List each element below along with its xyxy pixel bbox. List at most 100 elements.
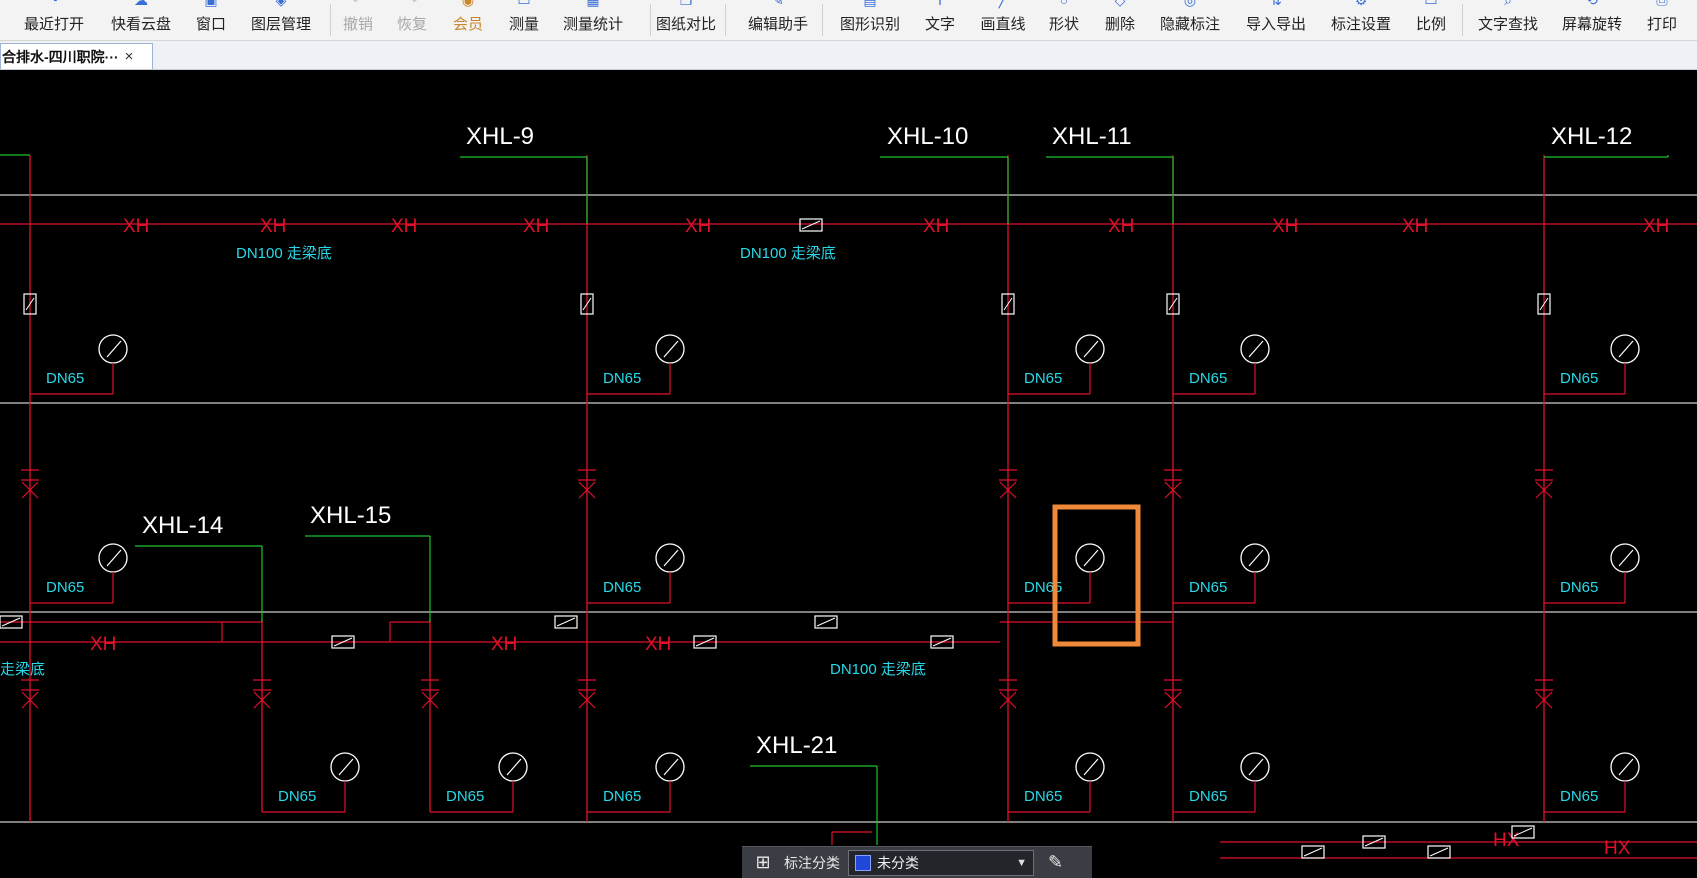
toolbar-button-label: 标注设置	[1330, 16, 1391, 33]
pipe-size-label: 走梁底	[0, 661, 45, 678]
pipe-label-xh: XH	[1108, 216, 1134, 237]
hydrant-symbol	[1610, 334, 1640, 364]
scale-icon: ▭	[1424, 0, 1438, 8]
pipe-label-xh: XH	[523, 216, 549, 237]
toolbar-button-hide-annotation[interactable]: ◎隐藏标注	[1150, 0, 1230, 40]
pipe-size-label: DN65	[278, 788, 316, 805]
toolbar-button-layers[interactable]: ◈图层管理	[241, 0, 321, 40]
toolbar-button-annotation-settings[interactable]: ⚙标注设置	[1321, 0, 1401, 40]
toolbar-button-label: 图层管理	[250, 16, 311, 33]
pipe-label-xh: XH	[1643, 216, 1669, 237]
valve-x	[21, 481, 39, 499]
pipe-size-label: DN65	[446, 788, 484, 805]
toolbar-button-ruler[interactable]: ▭测量	[484, 0, 564, 40]
pipe-label-xh: XH	[923, 216, 949, 237]
toolbar-button-vip[interactable]: ◉会员	[428, 0, 508, 40]
valve-symbol	[1511, 825, 1535, 839]
valve-symbol	[331, 635, 355, 649]
toolbar-button-shape-recognize[interactable]: ▤图形识别	[830, 0, 910, 40]
valve-symbol	[1301, 845, 1325, 859]
toolbar-button-label: 编辑助手	[747, 16, 808, 33]
toolbar-button-line[interactable]: ╱画直线	[963, 0, 1043, 40]
valve-symbol-diagonal	[582, 297, 592, 311]
hydrant-diagonal	[1248, 549, 1264, 567]
riser-label: XHL-9	[466, 123, 534, 150]
pipe-label-xh: XH	[645, 634, 671, 655]
eraser-icon: ◇	[1114, 0, 1126, 8]
rotate-screen-icon: ⟲	[1586, 0, 1598, 8]
valve-symbol-diagonal	[816, 617, 836, 627]
toolbar-button-measure-stats[interactable]: ▦测量统计	[553, 0, 633, 40]
hide-annotation-icon: ◎	[1183, 0, 1197, 8]
toolbar-button-clock[interactable]: ◔最近打开	[14, 0, 94, 40]
hydrant-diagonal	[663, 340, 679, 358]
annotation-category-label: 标注分类	[784, 854, 840, 871]
toolbar-button-label: 测量	[508, 16, 539, 33]
toolbar-button-label: 屏幕旋转	[1561, 16, 1622, 33]
toolbar-button-rotate-screen[interactable]: ⟲ 屏幕旋转	[1552, 0, 1632, 40]
riser-label: XHL-14	[142, 512, 223, 539]
hydrant-symbol	[655, 334, 685, 364]
pipe-size-label: DN65	[1189, 579, 1227, 596]
pipe-size-label: DN65	[1189, 370, 1227, 387]
toolbar-button-eraser[interactable]: ◇删除	[1080, 0, 1160, 40]
line-icon: ╱	[998, 0, 1008, 8]
toolbar-button-edit-assistant[interactable]: ✎编辑助手	[738, 0, 818, 40]
pipe-label-xh: XH	[1272, 216, 1298, 237]
hydrant-diagonal	[1618, 549, 1634, 567]
toolbar-button-compare[interactable]: ❐图纸对比	[646, 0, 726, 40]
edit-icon[interactable]: ✎	[1048, 852, 1064, 872]
toolbar-button-text-search[interactable]: ⌕ 文字查找	[1468, 0, 1548, 40]
toolbar-button-window[interactable]: ▣ 窗口	[171, 0, 251, 40]
grid-apps-icon[interactable]: ⊞	[755, 852, 771, 872]
valve-x	[1164, 691, 1182, 709]
toolbar-button-label: 窗口	[195, 16, 226, 33]
chevron-down-icon: ▼	[1016, 856, 1027, 869]
hydrant-diagonal	[1248, 340, 1264, 358]
hydrant-diagonal	[663, 549, 679, 567]
valve-symbol	[799, 218, 823, 232]
pipe-size-label: DN65	[46, 370, 84, 387]
valve-symbol-diagonal	[695, 637, 715, 647]
hydrant-diagonal	[1618, 340, 1634, 358]
window-icon: ▣	[204, 0, 218, 8]
hydrant-diagonal	[1083, 549, 1099, 567]
print-icon: ⎙	[1656, 0, 1668, 8]
toolbar-button-label: 快看云盘	[110, 16, 171, 33]
toolbar-separator	[822, 4, 823, 36]
toolbar-button-cloud[interactable]: ☁快看云盘	[101, 0, 181, 40]
close-icon[interactable]: ×	[124, 48, 134, 65]
valve-symbol	[1001, 293, 1015, 315]
document-tab[interactable]: 合排水-四川职院··· ×	[0, 43, 153, 69]
toolbar-button-label: 导入导出	[1245, 16, 1306, 33]
valve-x	[1164, 481, 1182, 499]
hydrant-diagonal	[1083, 758, 1099, 776]
toolbar-button-undo[interactable]: ↶撤销	[318, 0, 398, 40]
toolbar-button-label: 文字查找	[1477, 16, 1538, 33]
valve-symbol	[1362, 835, 1386, 849]
valve-symbol-diagonal	[25, 297, 35, 311]
pipe-size-label: DN100 走梁底	[830, 661, 926, 678]
annotation-category-select[interactable]: 未分类 ▼	[848, 849, 1034, 876]
riser-label: XHL-11	[1052, 123, 1132, 150]
text-search-icon: ⌕	[1504, 0, 1512, 8]
valve-symbol	[930, 635, 954, 649]
toolbar-button-redo[interactable]: ↷恢复	[372, 0, 452, 40]
hydrant-diagonal	[106, 340, 122, 358]
toolbar-button-import-export[interactable]: ⇅导入导出	[1236, 0, 1316, 40]
toolbar-button-print[interactable]: ⎙打印	[1622, 0, 1697, 40]
valve-x	[421, 691, 439, 709]
valve-x	[1535, 481, 1553, 499]
hydrant-diagonal	[1083, 340, 1099, 358]
pipe-label-hx: HX	[1493, 830, 1520, 851]
hydrant-symbol	[655, 752, 685, 782]
toolbar-separator	[1462, 4, 1463, 36]
valve-symbol-diagonal	[932, 637, 952, 647]
toolbar-button-shape[interactable]: ○形状	[1024, 0, 1104, 40]
valve-symbol-diagonal	[1429, 847, 1449, 857]
main-toolbar: ◔最近打开☁快看云盘▣窗口◈图层管理↶撤销↷恢复◉会员▭测量▦测量统计❐图纸对比…	[0, 0, 1697, 41]
pipe-size-label: DN100 走梁底	[740, 245, 836, 262]
toolbar-button-scale[interactable]: ▭比例	[1391, 0, 1471, 40]
